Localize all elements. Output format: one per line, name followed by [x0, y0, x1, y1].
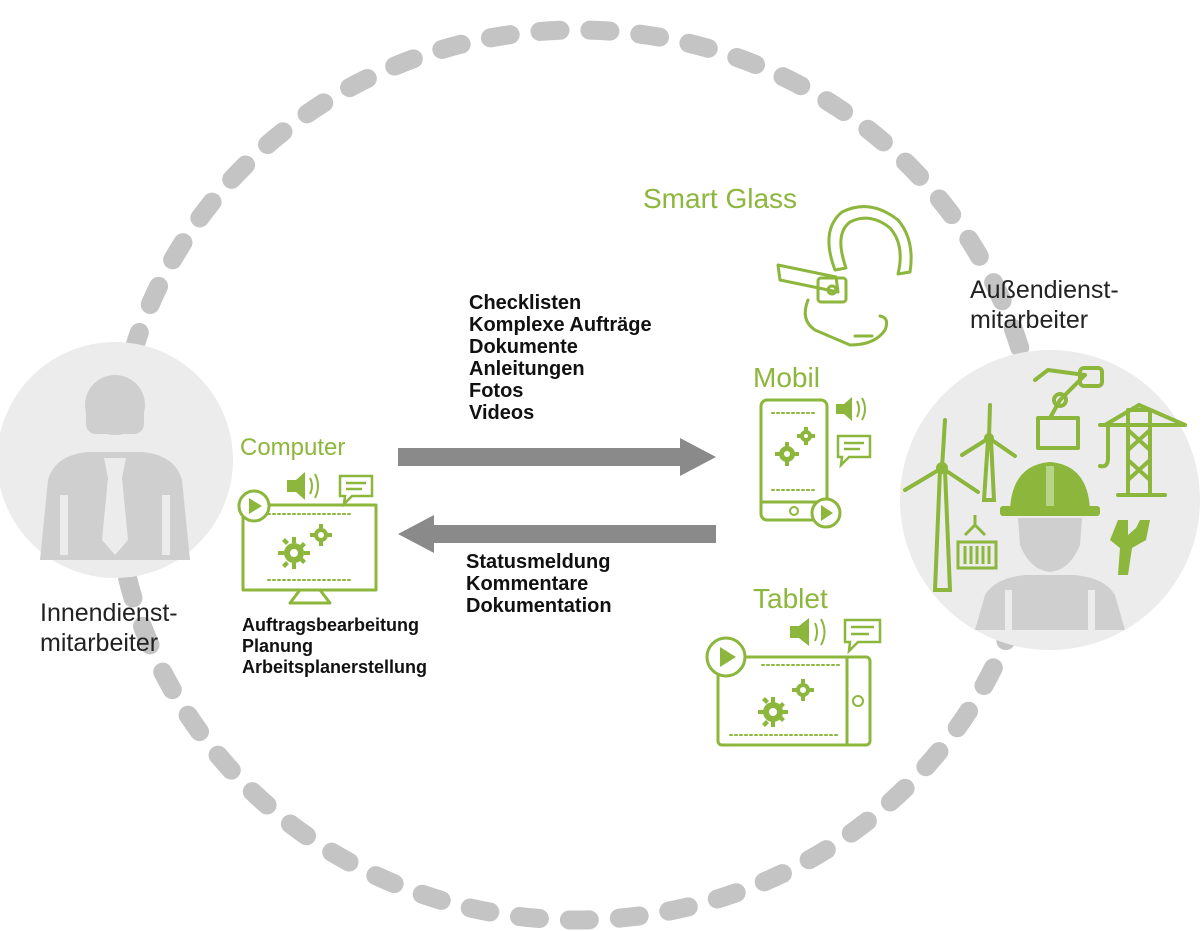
- gear-icon: [792, 679, 814, 701]
- speaker-icon: [836, 397, 866, 421]
- list-item: Auftragsbearbeitung: [242, 615, 420, 635]
- gear-icon: [775, 442, 799, 466]
- gear-icon: [310, 524, 332, 546]
- speaker-icon: [790, 618, 826, 646]
- tablet-icon: [716, 655, 872, 747]
- wind-turbine-icon: [903, 418, 980, 592]
- list-item: Dokumentation: [466, 595, 612, 617]
- device-label-tablet: Tablet: [753, 583, 828, 614]
- gear-icon: [278, 537, 310, 569]
- smart-glass-icon: [776, 205, 913, 347]
- robot-arm-icon: [1033, 366, 1104, 450]
- person-icon: [0, 342, 233, 578]
- forward-arrow: [398, 438, 716, 476]
- list-item: Videos: [469, 402, 535, 424]
- list-item: Planung: [242, 636, 313, 656]
- role-inside-line2: mitarbeiter: [40, 629, 159, 657]
- computer-task-list: Auftragsbearbeitung Planung Arbeitsplane…: [242, 615, 427, 678]
- list-item: Checklisten: [469, 292, 582, 314]
- gear-icon: [797, 427, 815, 445]
- role-outside-line2: mitarbeiter: [970, 306, 1089, 334]
- wrench-icon: [1110, 520, 1150, 575]
- list-item: Statusmeldung: [466, 551, 611, 573]
- device-label-smart-glass: Smart Glass: [643, 183, 798, 214]
- role-outside-line1: Außendienst-: [970, 276, 1119, 304]
- play-icon: [810, 497, 842, 529]
- role-inside-line1: Innendienst-: [40, 599, 178, 627]
- crane-icon: [1098, 403, 1187, 497]
- list-item: Dokumente: [469, 336, 578, 358]
- list-item: Anleitungen: [469, 358, 585, 380]
- chat-icon: [843, 618, 882, 655]
- wind-turbine-icon: [960, 403, 1017, 502]
- list-item: Komplexe Aufträge: [469, 314, 652, 336]
- role-label-inside: Innendienst- mitarbeiter: [40, 598, 178, 658]
- forward-flow-list: Checklisten Komplexe Aufträge Dokumente …: [469, 292, 652, 424]
- speaker-icon: [287, 472, 319, 500]
- dashed-cycle-ring: [105, 20, 1049, 930]
- device-label-computer: Computer: [240, 434, 346, 461]
- device-label-mobile: Mobil: [753, 362, 820, 393]
- list-item: Kommentare: [466, 573, 589, 595]
- gear-icon: [758, 697, 788, 727]
- play-icon: [705, 636, 747, 678]
- play-icon: [237, 489, 271, 523]
- list-item: Arbeitsplanerstellung: [242, 657, 428, 677]
- return-arrow: [398, 515, 716, 553]
- chat-icon: [338, 474, 374, 508]
- list-item: Fotos: [469, 380, 524, 402]
- monitor-icon: [241, 503, 378, 605]
- chat-icon: [836, 434, 872, 469]
- container-icon: [956, 515, 998, 570]
- role-label-outside: Außendienst- mitarbeiter: [970, 275, 1119, 335]
- return-flow-list: Statusmeldung Kommentare Dokumentation: [466, 551, 612, 617]
